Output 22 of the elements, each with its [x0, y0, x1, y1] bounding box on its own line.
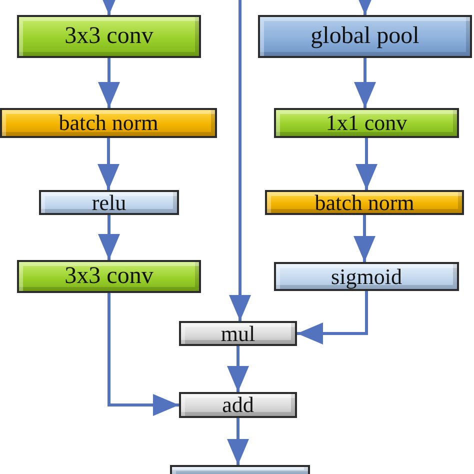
arrow — [354, 58, 376, 108]
process-box: batch norm — [265, 190, 464, 215]
process-box: sigmoid — [274, 262, 459, 291]
process-box: add — [179, 392, 297, 418]
process-box: 1x1 conv — [274, 108, 459, 138]
arrow — [227, 346, 249, 392]
arrow — [98, 215, 120, 260]
process-box: global pool — [258, 15, 472, 58]
process-box: batch norm — [0, 108, 217, 138]
arrow — [98, 58, 120, 108]
arrow — [227, 418, 249, 465]
process-box: 3x3 conv — [17, 260, 201, 293]
process-box: relu — [39, 190, 179, 215]
process-box — [170, 465, 310, 474]
arrow — [354, 215, 376, 262]
arrow — [297, 291, 368, 344]
process-box: mul — [179, 321, 297, 346]
arrow — [108, 293, 179, 416]
arrow — [98, 138, 120, 190]
process-box: 3x3 conv — [17, 15, 201, 58]
arrow — [356, 138, 378, 190]
arrow — [229, 0, 251, 321]
